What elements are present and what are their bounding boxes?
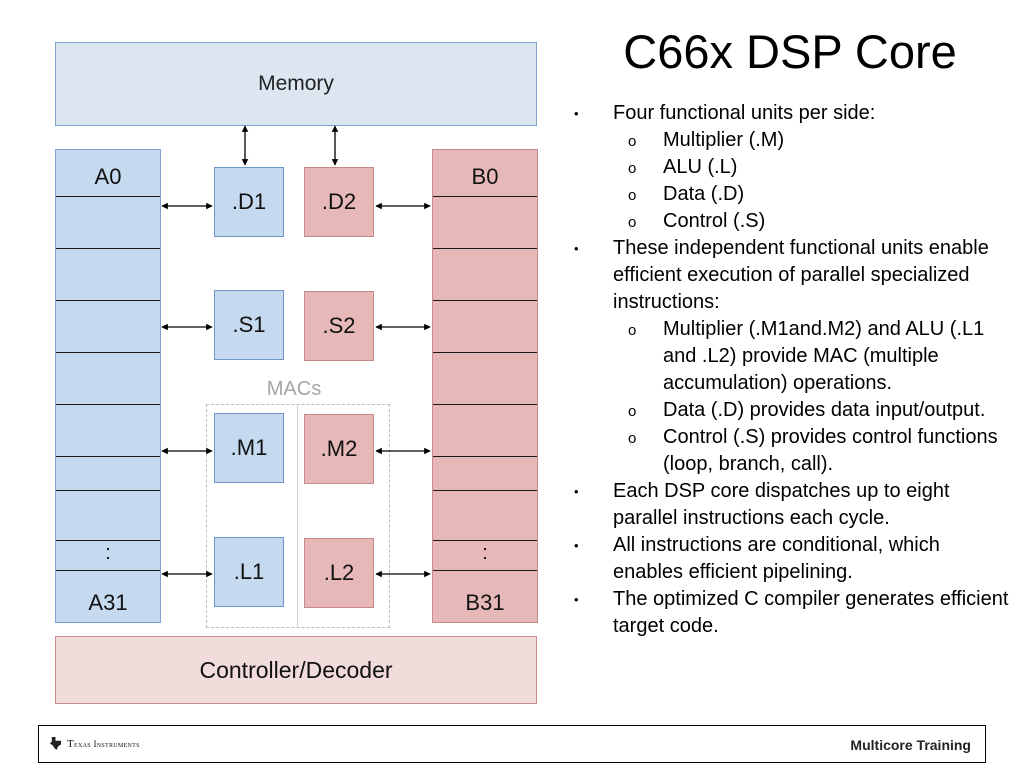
memory-label: Memory bbox=[258, 72, 334, 95]
unit-d1: .D1 bbox=[214, 167, 284, 237]
unit-m1-label: .M1 bbox=[230, 435, 268, 460]
register-divider bbox=[56, 570, 160, 571]
register-divider bbox=[433, 196, 537, 197]
connection-arrows bbox=[161, 125, 431, 578]
controller-decoder-block: Controller/Decoder bbox=[55, 636, 537, 704]
bullet-item: Four functional units per side: bbox=[570, 100, 1015, 127]
sub-bullet-item: Data (.D) provides data input/output. bbox=[570, 397, 1015, 425]
macs-group-box bbox=[206, 404, 390, 628]
unit-s1: .S1 bbox=[214, 290, 284, 360]
company-name: Texas Instruments bbox=[67, 737, 140, 750]
register-file-a: A0 : A31 bbox=[55, 149, 161, 623]
register-divider bbox=[433, 404, 537, 405]
footer-training-label: Multicore Training bbox=[850, 737, 971, 753]
ti-logo: Texas Instruments bbox=[49, 737, 140, 750]
unit-m2: .M2 bbox=[304, 414, 374, 484]
register-divider bbox=[433, 352, 537, 353]
register-b-dots: : bbox=[482, 542, 488, 564]
register-divider bbox=[433, 248, 537, 249]
sub-bullet-item: Control (.S) provides control functions … bbox=[570, 424, 1015, 478]
register-divider bbox=[433, 540, 537, 541]
register-divider bbox=[56, 352, 160, 353]
bullet-list: Four functional units per side: Multipli… bbox=[570, 100, 1015, 640]
unit-l2-label: .L2 bbox=[323, 560, 355, 585]
register-divider bbox=[56, 404, 160, 405]
unit-m2-label: .M2 bbox=[320, 436, 358, 461]
register-divider bbox=[56, 490, 160, 491]
controller-label: Controller/Decoder bbox=[199, 656, 393, 683]
register-divider bbox=[56, 540, 160, 541]
unit-m1: .M1 bbox=[214, 413, 284, 483]
register-divider bbox=[56, 196, 160, 197]
register-divider bbox=[433, 490, 537, 491]
sub-bullet-item: Multiplier (.M1and.M2) and ALU (.L1 and … bbox=[570, 316, 1015, 397]
register-divider bbox=[433, 300, 537, 301]
register-a31-label: A31 bbox=[88, 590, 128, 615]
unit-s2-label: .S2 bbox=[322, 313, 356, 338]
unit-d2-label: .D2 bbox=[321, 189, 357, 214]
bullet-item: The optimized C compiler generates effic… bbox=[570, 586, 1015, 640]
register-divider bbox=[56, 300, 160, 301]
unit-l1-label: .L1 bbox=[233, 559, 265, 584]
register-a-dots: : bbox=[105, 542, 111, 564]
sub-bullet-item: Control (.S) bbox=[570, 208, 1015, 236]
unit-d2: .D2 bbox=[304, 167, 374, 237]
sub-bullet-item: Multiplier (.M) bbox=[570, 127, 1015, 155]
register-divider bbox=[56, 248, 160, 249]
texas-state-icon bbox=[49, 737, 62, 750]
macs-label: MACs bbox=[266, 378, 322, 400]
memory-block: Memory bbox=[55, 42, 537, 126]
register-a0-label: A0 bbox=[94, 164, 122, 189]
unit-s2: .S2 bbox=[304, 291, 374, 361]
register-divider bbox=[56, 456, 160, 457]
unit-s1-label: .S1 bbox=[232, 312, 266, 337]
slide-title: C66x DSP Core bbox=[623, 25, 957, 78]
sub-bullet-item: ALU (.L) bbox=[570, 154, 1015, 182]
unit-d1-label: .D1 bbox=[231, 189, 267, 214]
register-divider bbox=[433, 570, 537, 571]
bullet-item: Each DSP core dispatches up to eight par… bbox=[570, 478, 1015, 532]
register-b31-label: B31 bbox=[465, 590, 505, 615]
register-file-b: B0 : B31 bbox=[432, 149, 538, 623]
macs-group-divider bbox=[297, 404, 298, 628]
register-divider bbox=[433, 456, 537, 457]
unit-l2: .L2 bbox=[304, 538, 374, 608]
bullet-item: These independent functional units enabl… bbox=[570, 235, 1015, 316]
sub-bullet-item: Data (.D) bbox=[570, 181, 1015, 209]
footer-bar: Texas Instruments Multicore Training bbox=[38, 725, 986, 763]
register-b0-label: B0 bbox=[471, 164, 499, 189]
bullet-item: All instructions are conditional, which … bbox=[570, 532, 1015, 586]
unit-l1: .L1 bbox=[214, 537, 284, 607]
